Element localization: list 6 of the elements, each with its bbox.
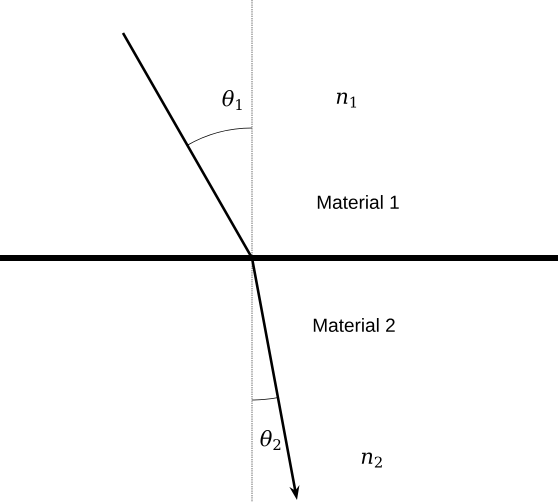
region-label: Material 2 xyxy=(314,318,395,332)
angle-label: θ$_{2}$ xyxy=(260,430,280,450)
index-label: n$_{1}$ xyxy=(336,92,356,108)
region-label: Material 1 xyxy=(318,195,399,209)
index-label: n$_{2}$ xyxy=(362,452,382,468)
angle-label: θ$_{1}$ xyxy=(222,90,242,110)
